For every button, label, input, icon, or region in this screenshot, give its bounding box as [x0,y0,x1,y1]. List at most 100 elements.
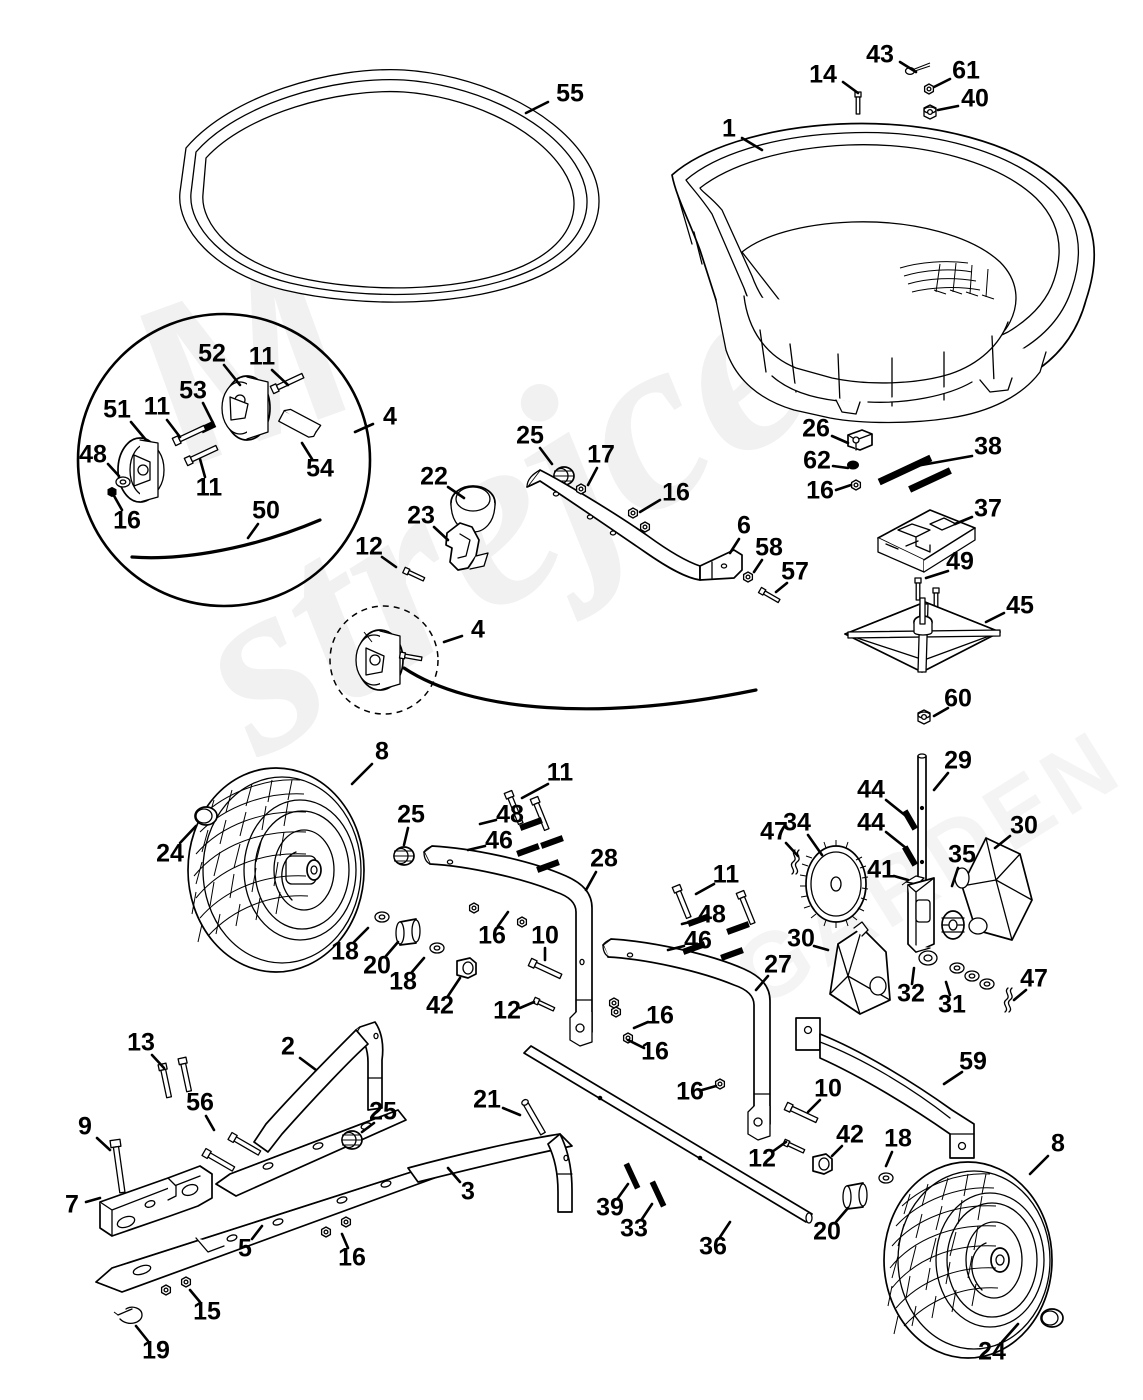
part-17-nut [575,483,587,495]
callout-number: 16 [113,507,141,535]
part-48-washer [540,835,564,849]
callout-18: 18 [331,926,370,966]
callout-54: 54 [300,441,334,483]
callout-21: 21 [473,1086,522,1117]
callout-leader-line [666,944,686,952]
part-16-nut [320,1226,332,1238]
callout-leader-line [812,944,830,952]
callout-number: 16 [338,1244,366,1272]
callout-leader-line [830,434,850,445]
part-16-nut [516,916,528,928]
part-20-spacer [395,918,421,946]
callout-number: 24 [978,1338,1006,1366]
callout-leader-line [129,420,148,442]
callout-number: 29 [944,747,972,775]
callout-leader-line [410,956,426,974]
callout-number: 33 [620,1215,648,1243]
callout-number: 56 [186,1089,214,1117]
part-20-spacer [842,1182,868,1210]
callout-leader-line [830,1144,844,1158]
callout-24: 24 [156,824,198,868]
callout-4: 4 [353,403,397,434]
callout-4: 4 [442,616,485,644]
part-8-wheel-right [883,1161,1053,1359]
callout-number: 19 [142,1337,170,1365]
part-16-nut [627,507,639,519]
part-56-plate [215,1109,407,1197]
callout-leader-line [694,882,716,896]
callout-25: 25 [360,1098,397,1134]
callout-number: 11 [547,759,574,787]
callout-leader-line [352,926,370,944]
callout-36: 36 [699,1220,732,1261]
callout-number: 11 [144,393,171,421]
callout-leader-line [298,1056,318,1072]
callout-number: 16 [641,1038,669,1066]
callout-number: 21 [473,1086,501,1114]
callout-leader-line [520,782,550,800]
callout-number: 35 [948,841,976,869]
callout-leader-line [538,446,554,466]
callout-61: 61 [932,57,980,89]
callout-number: 18 [389,968,417,996]
callout-number: 8 [375,738,389,766]
callout-number: 61 [952,57,980,85]
callout-51: 51 [103,396,148,442]
callout-56: 56 [186,1089,216,1132]
part-47-cotter-pin [1003,987,1013,1013]
callout-17: 17 [586,441,615,487]
callout-number: 11 [249,343,276,371]
callout-number: 49 [946,548,974,576]
part-59-axle-bracket [795,1017,975,1159]
callout-11: 11 [520,759,574,800]
callout-leader-line [834,1206,850,1224]
part-28-handle-tube [423,845,593,1047]
part-47-cotter-pin [790,849,800,875]
callout-number: 38 [974,433,1002,461]
part-37-gate-plate [877,509,976,573]
part-9-bolt [109,1138,126,1194]
part-56-bolt [201,1147,237,1174]
callout-number: 1 [722,115,736,143]
callout-41: 41 [867,856,910,884]
callout-leader-line [770,1140,788,1154]
callout-number: 6 [737,512,751,540]
part-54-key [278,408,322,438]
callout-leader-line [616,1182,630,1200]
callout-leader-line [680,918,700,926]
callout-number: 14 [809,61,837,89]
callout-number: 12 [493,997,521,1025]
callout-29: 29 [932,747,972,792]
part-62-washer [847,460,859,470]
callout-leader-line [446,485,466,500]
part-46-washer [720,947,744,961]
callout-number: 44 [857,809,885,837]
callout-20: 20 [363,940,400,980]
callout-leader-line [300,441,314,461]
part-7-hitch-plate [99,1165,213,1237]
callout-60: 60 [932,685,972,718]
callout-leader-line [806,1098,822,1114]
callout-55: 55 [524,80,584,115]
callout-leader-line [340,1232,350,1250]
part-52-gear-housing [221,375,271,441]
callout-58: 58 [752,534,783,574]
callout-leader-line [942,1070,964,1086]
callout-number: 13 [127,1029,155,1057]
callout-leader-line [831,464,850,470]
callout-number: 20 [813,1218,841,1246]
part-42-locknut [456,957,477,979]
callout-leader-line [584,870,598,892]
callout-25: 25 [397,801,425,847]
callout-number: 57 [781,558,809,586]
callout-leader-line [466,844,487,852]
callout-leader-line [402,826,410,847]
callout-leader-line [1000,1322,1020,1344]
part-1-hopper [671,122,1096,424]
part-35-pinion-gear [941,910,965,940]
callout-leader-line [632,1020,650,1030]
part-21-pin [521,1098,546,1136]
callout-number: 47 [1020,965,1048,993]
callout-number: 53 [179,377,207,405]
